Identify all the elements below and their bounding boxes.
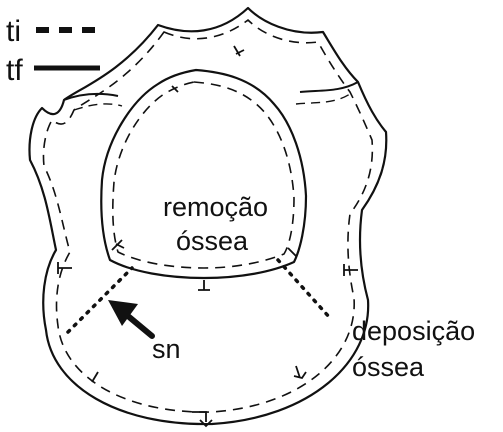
- deposition-label-line2: óssea: [352, 352, 425, 382]
- legend: ti tf: [6, 15, 100, 87]
- removal-label-line1: remoção: [163, 192, 268, 222]
- deposition-label-line1: deposição: [352, 316, 475, 346]
- tick-bottom-right: [294, 366, 306, 378]
- tick-foramen-left-bottom: [112, 240, 124, 250]
- sn-pointer-arrow: [108, 300, 152, 336]
- lamina-initial-right: [296, 94, 350, 104]
- removal-label-line2: óssea: [176, 226, 249, 256]
- tick-right-side: [344, 264, 358, 276]
- legend-tf-label: tf: [6, 54, 23, 87]
- tick-foramen-top: [234, 46, 244, 56]
- synchondrosis-right: [278, 260, 330, 318]
- sn-label: sn: [152, 334, 181, 364]
- tick-left-side: [58, 262, 72, 274]
- legend-ti-label: ti: [6, 15, 21, 48]
- tick-bottom-left: [92, 372, 98, 382]
- tick-foramen-bottom: [198, 280, 210, 290]
- tick-foramen-right-bottom: [288, 248, 296, 256]
